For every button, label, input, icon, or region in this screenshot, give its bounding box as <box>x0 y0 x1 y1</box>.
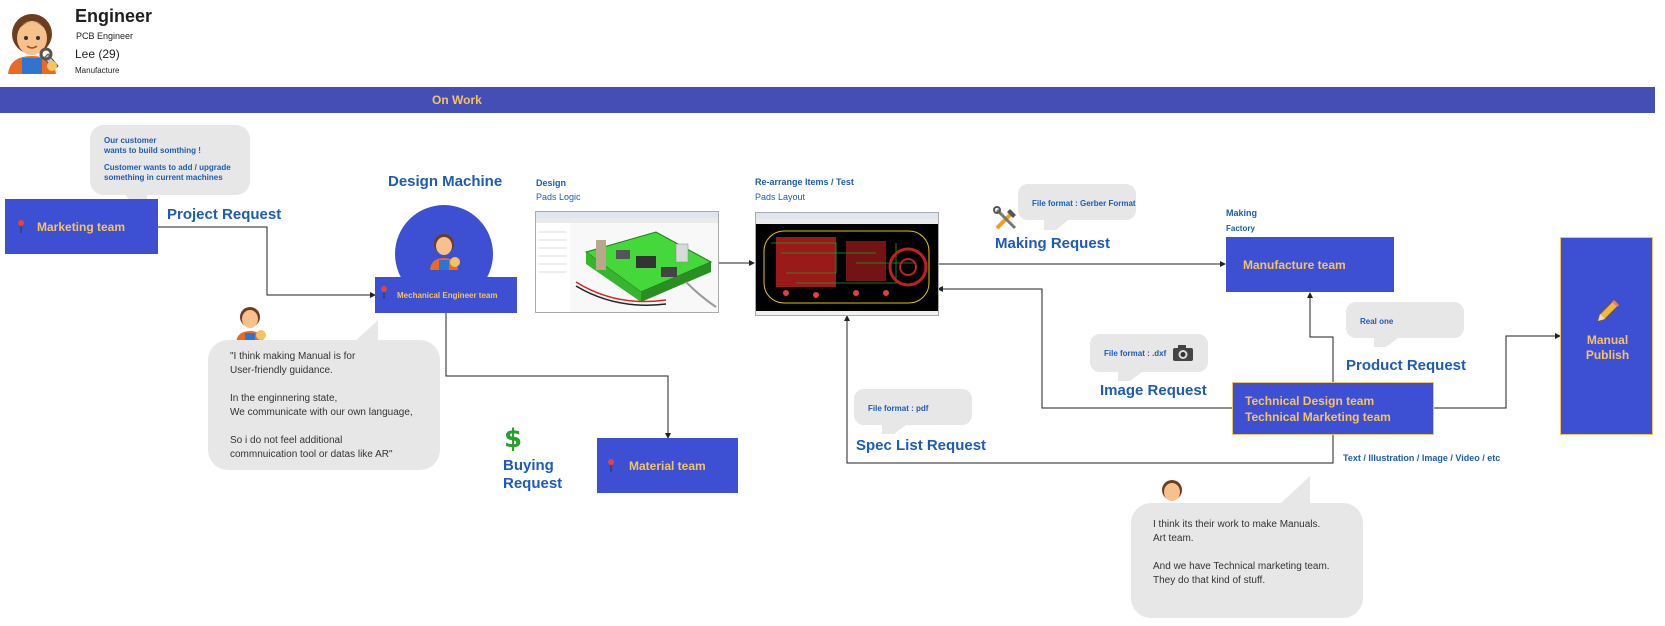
bubble-line: something in current machines <box>104 173 223 182</box>
manufacture-team-label: Manufacture team <box>1243 258 1346 272</box>
design-step-title: Design <box>536 178 567 188</box>
material-team-box[interactable]: Material team <box>597 438 738 493</box>
manufacture-title: Making <box>1226 208 1258 218</box>
manufacture-team-box[interactable]: Manufacture team <box>1226 237 1394 292</box>
material-team-label: Material team <box>629 459 706 473</box>
mechanical-engineer-team-label: Mechanical Engineer team <box>397 291 498 300</box>
buying-request-line2: Request <box>503 475 563 492</box>
making-format-bubble: File format : Gerber Format <box>1018 184 1136 220</box>
rearrange-step-subtitle: Pads Layout <box>755 192 806 202</box>
marketing-speech-bubble: Our customer wants to build somthing ! C… <box>90 125 250 195</box>
spec-format-bubble: File format : pdf <box>854 389 972 425</box>
pencil-icon <box>1595 298 1621 327</box>
engineer-quote-bubble-2: I think its their work to make Manuals. … <box>1131 503 1363 618</box>
persona-name: Lee (29) <box>75 47 120 61</box>
image-request-label: Image Request <box>1100 382 1207 399</box>
bubble-tail <box>1118 372 1142 381</box>
persona-title: PCB Engineer <box>76 31 134 41</box>
manual-publish-box[interactable]: Manual Publish <box>1560 237 1653 435</box>
marketing-team-box[interactable]: Marketing team <box>5 199 158 254</box>
making-format-text: File format : Gerber Format <box>1032 199 1136 208</box>
making-request-label: Making Request <box>995 235 1111 252</box>
engineer-quote-text: "I think making Manual is for User-frien… <box>230 351 413 460</box>
bubble-line: wants to build somthing ! <box>104 146 201 155</box>
product-bubble-text: Real one <box>1360 317 1394 326</box>
mechanic-icon <box>427 232 463 270</box>
bubble-tail <box>882 425 906 434</box>
persona-department: Manufacture <box>75 66 120 75</box>
technical-team-box[interactable]: Technical Design team Technical Marketin… <box>1232 382 1434 435</box>
technical-marketing-team-label: Technical Marketing team <box>1245 410 1391 424</box>
pin-icon <box>17 219 25 236</box>
bubble-tail <box>1044 220 1068 230</box>
project-request-label: Project Request <box>167 206 282 223</box>
image-format-text: File format : .dxf <box>1104 349 1167 358</box>
pin-icon <box>607 458 615 475</box>
avatar-mechanic-icon <box>2 8 64 74</box>
bubble-line: Our customer <box>104 136 157 145</box>
on-work-banner <box>0 87 1655 113</box>
design-step-subtitle: Pads Logic <box>536 192 581 202</box>
pads-logic-screenshot <box>535 211 719 313</box>
engineer-quote-2-text: I think its their work to make Manuals. … <box>1153 519 1330 586</box>
bubble-line: Customer wants to add / upgrade <box>104 163 231 172</box>
product-bubble: Real one <box>1346 302 1464 338</box>
pin-icon <box>380 285 388 301</box>
product-request-label: Product Request <box>1346 357 1467 374</box>
spec-format-text: File format : pdf <box>868 404 929 413</box>
manual-label: Manual <box>1586 333 1629 347</box>
pads-layout-screenshot <box>755 212 939 316</box>
mechanic-icon <box>233 305 269 343</box>
buying-request-line1: Buying <box>503 457 554 474</box>
design-machine-title: Design Machine <box>388 173 503 190</box>
mechanical-engineer-team-box[interactable]: Mechanical Engineer team <box>375 277 517 313</box>
publish-label: Publish <box>1585 348 1630 362</box>
tools-icon <box>993 206 1019 232</box>
dollar-icon: $ <box>504 424 523 454</box>
bubble-tail <box>1374 338 1398 347</box>
spec-list-request-label: Spec List Request <box>856 437 987 454</box>
bubble-tail <box>1280 476 1310 504</box>
camera-icon <box>1172 344 1194 362</box>
banner-label: On Work <box>432 93 482 107</box>
technical-design-team-label: Technical Design team <box>1245 394 1375 408</box>
manufacture-subtitle: Factory <box>1226 224 1255 233</box>
technical-output-label: Text / Illustration / Image / Video / et… <box>1343 453 1501 463</box>
rearrange-step-title: Re-arrange Items / Test <box>755 177 854 187</box>
persona-role: Engineer <box>75 6 153 26</box>
image-format-bubble: File format : .dxf <box>1090 334 1208 372</box>
engineer-quote-bubble: "I think making Manual is for User-frien… <box>208 340 440 470</box>
marketing-team-label: Marketing team <box>37 220 126 234</box>
